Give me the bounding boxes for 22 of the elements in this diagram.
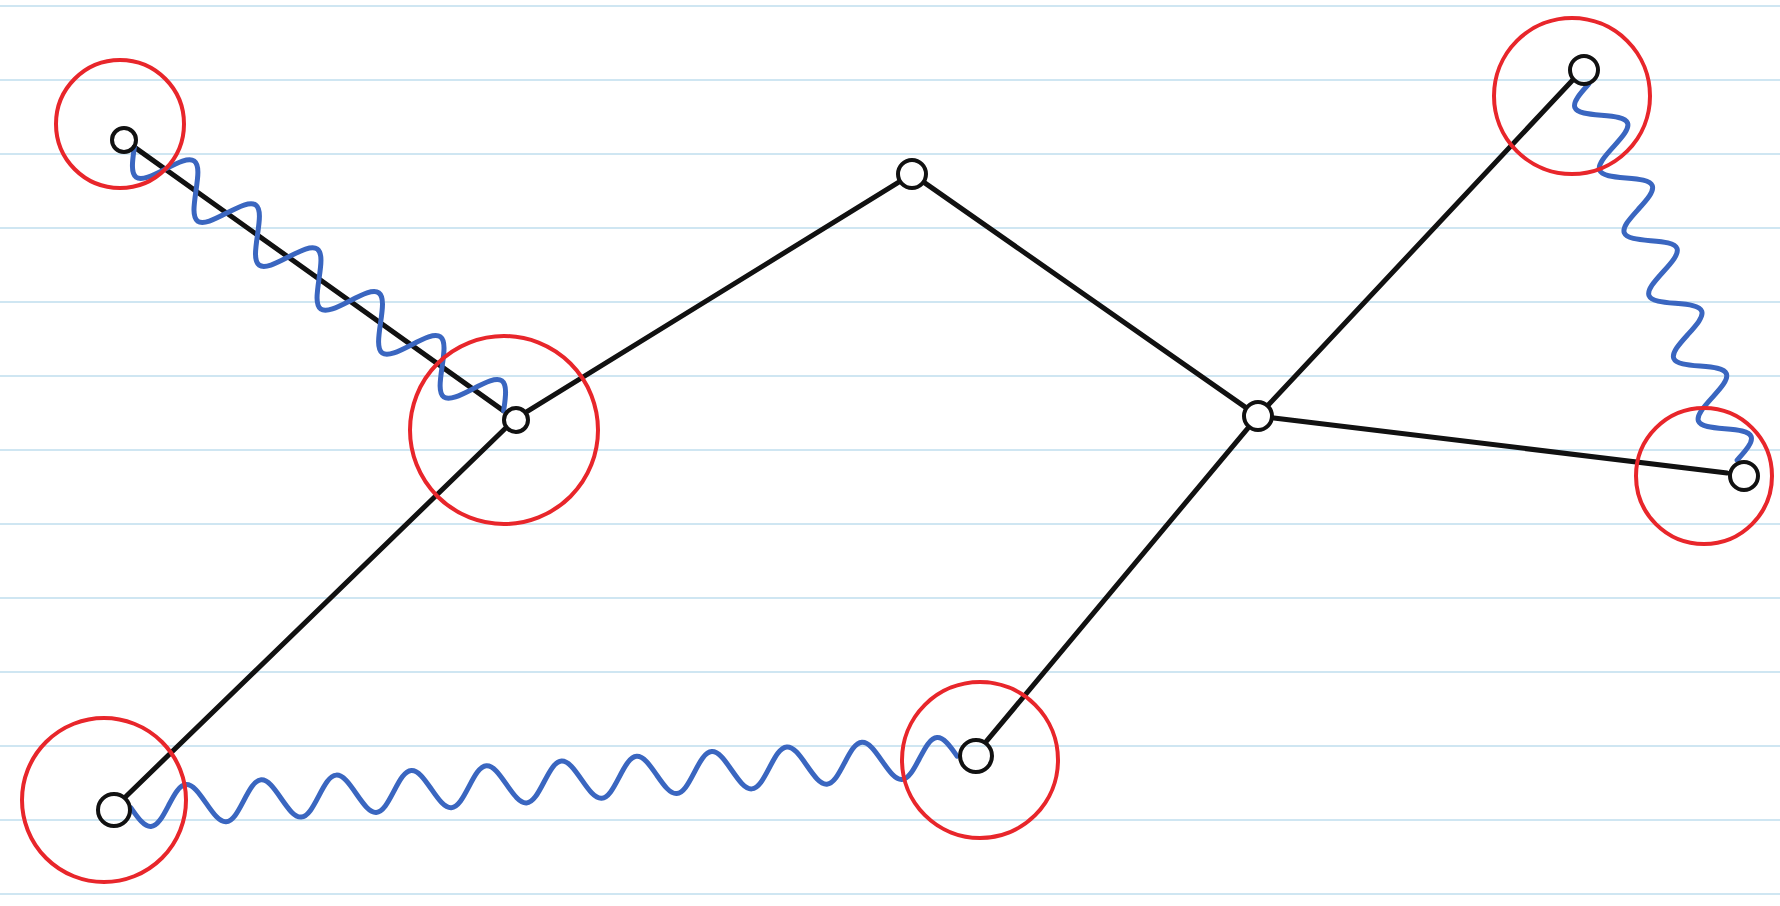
edge-line [984, 425, 1251, 744]
graph-vertex [896, 158, 928, 190]
highlight-circle [20, 716, 188, 884]
graph-vertex [501, 405, 529, 433]
edge-line [1271, 415, 1730, 476]
edge-line [524, 179, 901, 415]
highlight-circle [54, 58, 186, 190]
wavy-line [1572, 81, 1754, 463]
edge-line [1266, 78, 1575, 407]
graph-vertex [1727, 459, 1759, 491]
graph-vertex [109, 125, 137, 153]
wavy-line [128, 735, 960, 829]
graph-vertex [1567, 53, 1599, 85]
highlight-circle [900, 680, 1060, 840]
highlight-circle [408, 334, 600, 526]
graph-vertex [957, 737, 993, 773]
graph-vertex [95, 791, 131, 827]
edge-line [922, 180, 1248, 410]
highlight-circle [1492, 16, 1652, 176]
highlight-circle [1634, 406, 1774, 546]
edge-line [123, 426, 508, 799]
graph-vertex [1242, 400, 1274, 432]
